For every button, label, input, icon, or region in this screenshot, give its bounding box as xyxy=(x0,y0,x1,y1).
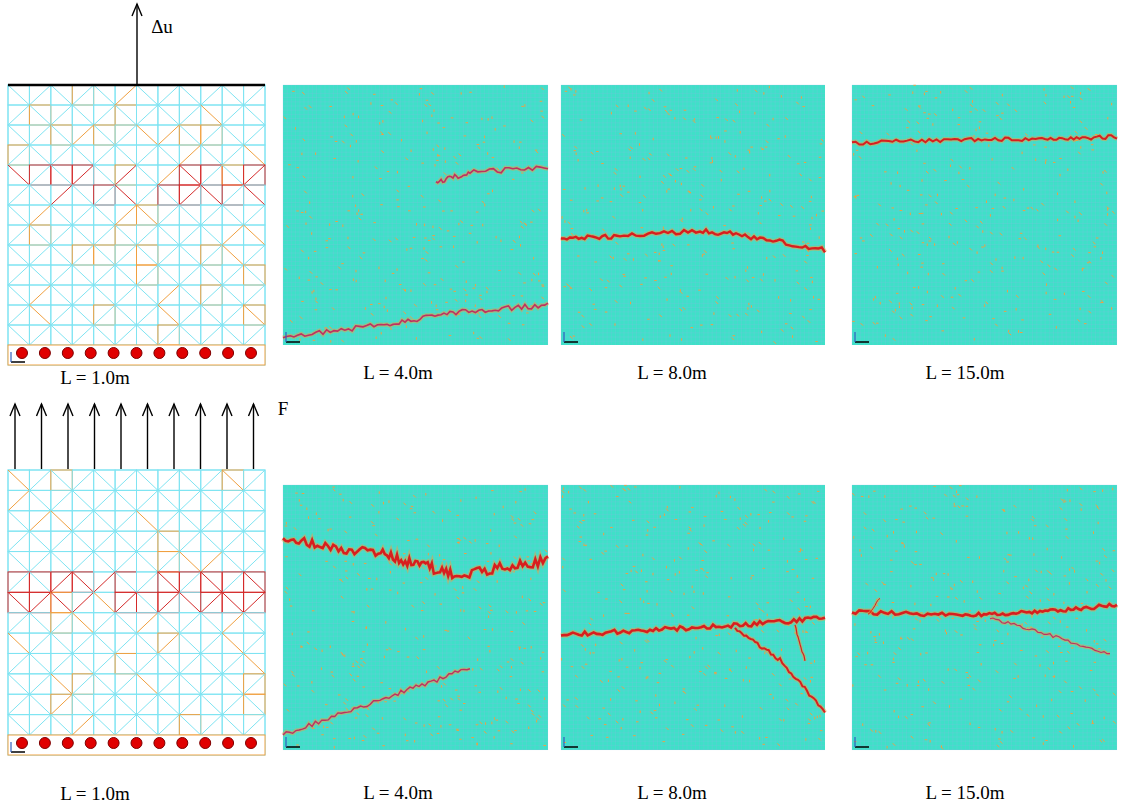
length-caption: L = 8.0m xyxy=(637,782,707,804)
axis-triad xyxy=(564,737,578,747)
length-caption: L = 4.0m xyxy=(363,782,433,804)
length-caption: L = 4.0m xyxy=(363,362,433,384)
axis-triad xyxy=(286,332,300,342)
dense-mesh xyxy=(561,485,825,750)
axis-triad xyxy=(855,737,869,747)
axis-triad xyxy=(564,332,578,342)
axis-triad xyxy=(286,737,300,747)
load-label: Δu xyxy=(151,16,173,38)
coarse-mesh xyxy=(8,85,265,365)
length-caption: L = 1.0m xyxy=(60,783,130,805)
axis-triad xyxy=(855,332,869,342)
length-caption: L = 1.0m xyxy=(60,367,130,389)
axis-triad xyxy=(11,742,25,752)
axis-triad xyxy=(11,352,25,362)
dense-mesh xyxy=(283,85,548,345)
dense-mesh xyxy=(852,85,1117,345)
dense-mesh xyxy=(283,485,548,750)
length-caption: L = 8.0m xyxy=(637,362,707,384)
dense-mesh xyxy=(561,85,825,345)
load-label: F xyxy=(278,398,289,420)
length-caption: L = 15.0m xyxy=(925,782,1004,804)
coarse-mesh xyxy=(8,470,265,755)
length-caption: L = 15.0m xyxy=(925,362,1004,384)
dense-mesh xyxy=(852,485,1117,750)
load-arrows xyxy=(8,4,265,469)
